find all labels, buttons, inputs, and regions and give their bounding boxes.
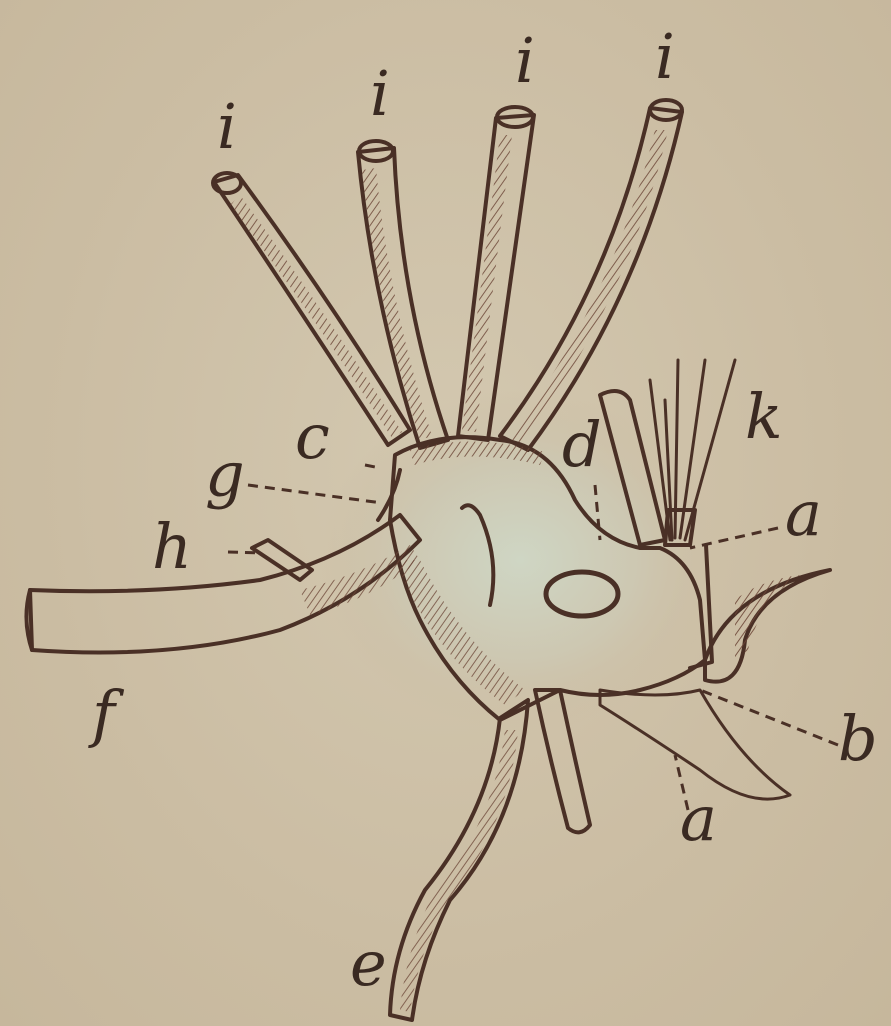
- label-d: d: [562, 408, 602, 481]
- lower-tube-e-shade: [400, 730, 518, 1012]
- label-b: b: [838, 702, 878, 775]
- label-a-bottom: a: [680, 782, 717, 855]
- label-i-3: i: [515, 24, 535, 97]
- leader-b: [700, 690, 838, 745]
- label-g: g: [205, 438, 245, 511]
- label-i-4: i: [655, 20, 675, 93]
- label-i-1: i: [217, 90, 237, 163]
- label-h: h: [152, 510, 192, 583]
- label-e: e: [350, 927, 387, 1000]
- label-c: c: [295, 400, 330, 473]
- label-f: f: [88, 677, 125, 750]
- upper-tubes: [213, 100, 682, 450]
- label-i-2: i: [370, 57, 390, 130]
- label-a-top: a: [785, 477, 822, 550]
- label-k: k: [745, 380, 783, 453]
